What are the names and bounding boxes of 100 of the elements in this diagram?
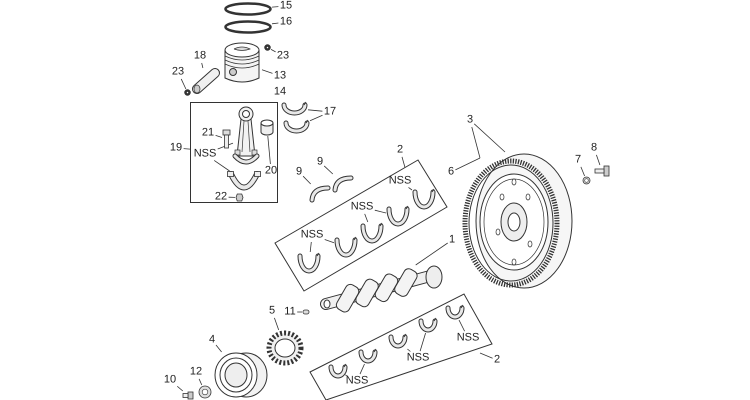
leader-line	[344, 374, 348, 377]
callout-label: NSS	[300, 230, 324, 240]
callout-number: 20	[264, 166, 278, 176]
leader-line	[274, 318, 280, 330]
bearing-shell	[386, 205, 410, 227]
leader-line	[302, 176, 312, 184]
callout-label: NSS	[388, 176, 412, 186]
washer	[198, 385, 212, 399]
leader-line	[480, 352, 493, 359]
callout-number: 2	[494, 354, 500, 366]
bolt	[222, 129, 231, 149]
bolt	[182, 391, 194, 400]
callout-number: 22	[214, 192, 228, 202]
callout-number: 7	[574, 154, 582, 166]
leader-line	[183, 148, 190, 150]
leader-line	[228, 196, 236, 198]
callout-number: 17	[324, 106, 336, 118]
callout-label: NSS	[406, 352, 430, 364]
ring-gear	[462, 158, 560, 288]
retaining-clip	[264, 44, 271, 51]
leader-line	[272, 6, 279, 8]
leader-line	[215, 135, 222, 138]
callout-label: NSS	[456, 332, 480, 344]
rod-cap	[227, 171, 261, 191]
piston-pin	[192, 68, 220, 94]
callout-number: 9	[316, 156, 324, 168]
leader-line	[324, 166, 334, 174]
key	[302, 308, 310, 316]
bearing-shell	[418, 317, 438, 333]
callout-number: 10	[164, 374, 176, 386]
piston-ring	[224, 20, 272, 34]
bearing-shell	[283, 119, 310, 134]
callout-number: 16	[280, 16, 292, 28]
leader-line	[458, 320, 465, 332]
leader-line	[360, 364, 365, 374]
leader-line	[374, 210, 386, 214]
callout-number: 19	[170, 142, 182, 154]
pulley	[212, 352, 268, 398]
bearing-shell	[412, 188, 436, 210]
callout-number: 11	[284, 306, 296, 318]
leader-line	[308, 109, 323, 112]
leader-line	[324, 239, 334, 244]
callout-number: 15	[280, 0, 292, 12]
leader-line	[214, 160, 230, 172]
parts-group-frame	[310, 294, 492, 400]
callout-number: 12	[190, 366, 202, 378]
leader-line	[402, 156, 406, 168]
crankshaft	[322, 265, 444, 310]
bolt	[594, 165, 610, 177]
bearing-shell	[445, 304, 465, 320]
bearing-shell	[334, 236, 358, 258]
thrust-washer	[309, 184, 331, 203]
bearing-shell	[281, 101, 308, 116]
callout-number: 2	[396, 144, 404, 156]
leader-line	[198, 378, 202, 386]
leader-line	[415, 242, 448, 266]
callout-number: 14	[274, 86, 286, 98]
leader-line	[471, 126, 480, 158]
callout-number: 5	[268, 306, 276, 316]
callout-number: 21	[202, 128, 214, 138]
callout-number: 8	[590, 142, 598, 154]
callout-number: 13	[274, 70, 286, 82]
leader-line	[455, 158, 480, 170]
leader-line	[364, 214, 368, 222]
retaining-clip	[184, 89, 191, 96]
flywheel	[462, 152, 574, 290]
callout-label: NSS	[350, 202, 374, 212]
leader-line	[310, 114, 323, 122]
callout-number: 9	[296, 166, 302, 178]
bushing	[259, 119, 275, 136]
leader-line	[262, 69, 273, 74]
callout-label: NSS	[194, 148, 216, 160]
leader-line	[580, 166, 585, 176]
leader-line	[310, 242, 312, 252]
leader-line	[474, 123, 506, 152]
bearing-shell	[388, 333, 408, 349]
callout-number: 3	[466, 114, 474, 126]
callout-number: 18	[194, 50, 206, 62]
washer	[582, 176, 591, 185]
bearing-shell	[297, 252, 321, 274]
piston-ring	[224, 2, 272, 16]
leader-line	[180, 78, 186, 90]
thrust-washer	[332, 174, 354, 193]
leader-line	[270, 49, 276, 52]
callout-number: 4	[208, 334, 216, 346]
callout-number: 23	[276, 50, 290, 62]
bearing-shell	[328, 363, 348, 379]
callout-number: 23	[172, 66, 184, 78]
leader-line	[216, 344, 222, 352]
leader-line	[407, 348, 411, 352]
callout-number: 6	[448, 166, 454, 178]
leader-line	[408, 187, 412, 190]
leader-line	[420, 332, 426, 352]
leader-line	[272, 22, 279, 24]
leader-line	[596, 154, 600, 166]
callout-label: NSS	[346, 376, 368, 386]
leader-line	[217, 142, 234, 150]
bearing-shell	[358, 348, 378, 364]
gear	[266, 330, 304, 366]
parts-group-frame	[190, 102, 278, 203]
